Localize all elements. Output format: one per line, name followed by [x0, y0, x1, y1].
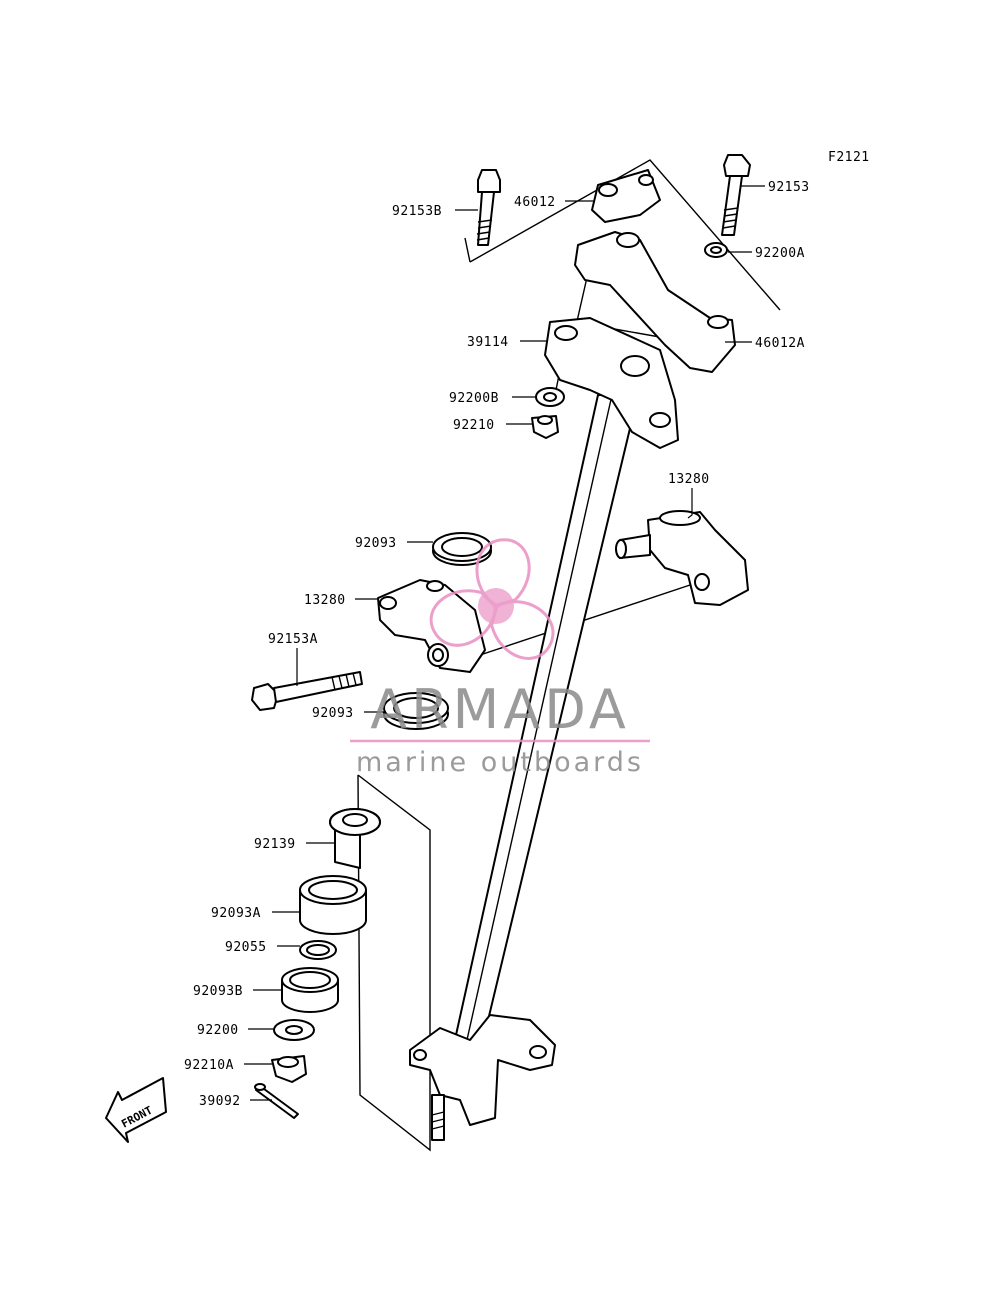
watermark: ARMADA marine outboards — [350, 538, 650, 778]
label-39092: 39092 — [199, 1094, 241, 1109]
label-92153A: 92153A — [268, 632, 318, 647]
washer-92200B — [535, 387, 565, 407]
bolt-92153 — [721, 154, 751, 236]
label-92200A: 92200A — [755, 246, 805, 261]
label-92055: 92055 — [225, 940, 267, 955]
bolt-92153A — [251, 671, 363, 711]
bushing-92093A — [299, 875, 367, 935]
part-number-labels: 92153B 46012 92153 92200A 39114 46012A 9… — [184, 180, 810, 1109]
label-92093B: 92093B — [193, 984, 243, 999]
shaft-holder-13280-right — [615, 510, 749, 606]
bushing-92093-upper — [432, 532, 492, 566]
watermark-tagline: marine outboards — [356, 747, 644, 778]
label-92200: 92200 — [197, 1023, 239, 1038]
label-92210A: 92210A — [184, 1058, 234, 1073]
label-92139: 92139 — [254, 837, 296, 852]
bolt-92153B — [476, 169, 501, 246]
cotter-pin-39092 — [254, 1083, 299, 1119]
handle-holder-39114 — [544, 231, 736, 449]
front-direction-arrow: FRONT — [105, 1077, 167, 1143]
bushing-92093B — [281, 967, 339, 1013]
handlebar-clamp-46012 — [591, 169, 661, 223]
bushing-92093-lower — [383, 692, 449, 730]
label-13280-right: 13280 — [668, 472, 710, 487]
nut-92210 — [531, 415, 559, 439]
label-92210: 92210 — [453, 418, 495, 433]
label-46012A: 46012A — [755, 336, 805, 351]
label-92153: 92153 — [768, 180, 810, 195]
label-92093-lower: 92093 — [312, 706, 354, 721]
steering-arm — [409, 1014, 556, 1141]
washer-92200 — [273, 1019, 315, 1041]
label-46012: 46012 — [514, 195, 556, 210]
leader-lines — [244, 185, 765, 1101]
watermark-brand: ARMADA — [370, 678, 630, 741]
label-39114: 39114 — [467, 335, 509, 350]
figure-code: F2121 — [828, 150, 870, 165]
propeller-logo — [429, 538, 555, 660]
o-ring-92055 — [299, 940, 337, 960]
label-92153B: 92153B — [392, 204, 442, 219]
label-13280-left: 13280 — [304, 593, 346, 608]
nut-92210A — [271, 1055, 307, 1083]
collar-92139 — [329, 808, 381, 869]
label-92093-upper: 92093 — [355, 536, 397, 551]
washer-92200A — [704, 242, 728, 258]
label-92200B: 92200B — [449, 391, 499, 406]
label-92093A: 92093A — [211, 906, 261, 921]
